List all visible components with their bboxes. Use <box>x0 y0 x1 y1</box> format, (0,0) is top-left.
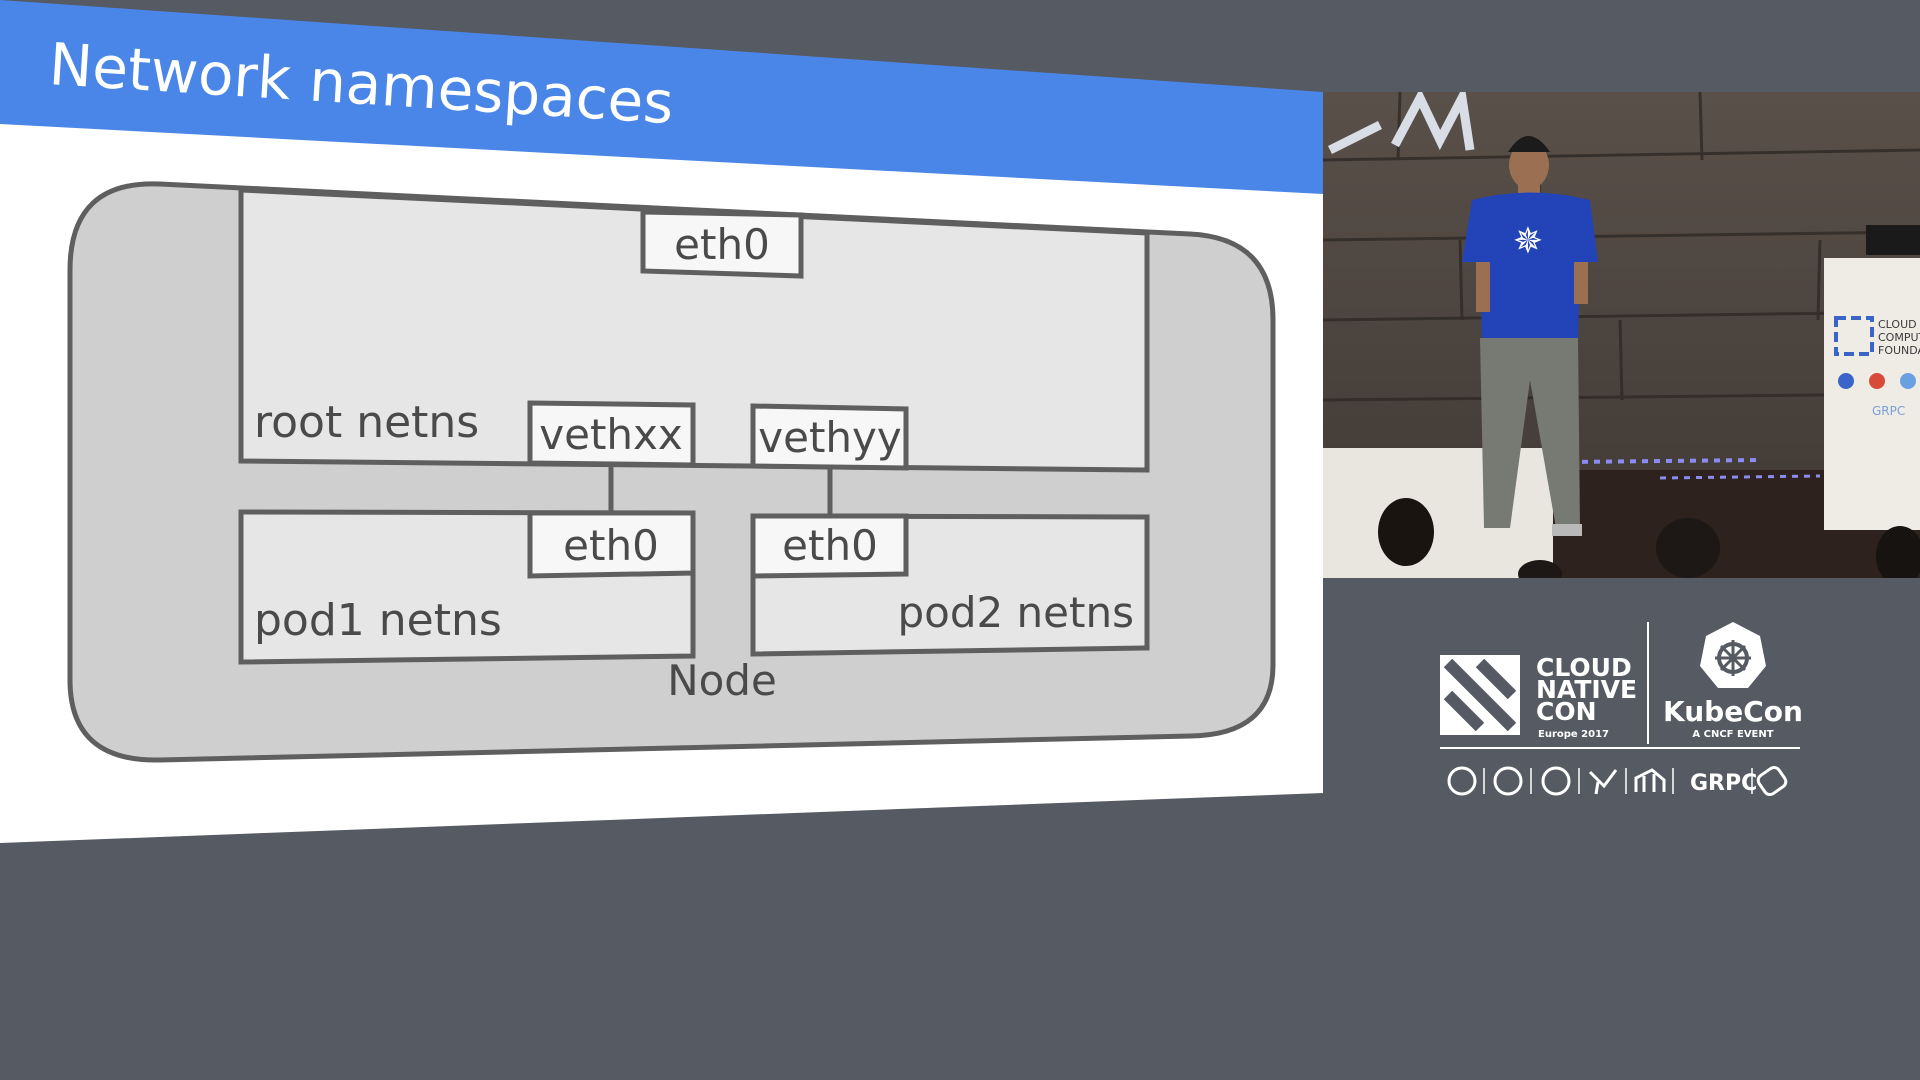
pod2-netns-label: pod2 netns <box>897 588 1134 637</box>
prometheus-icon <box>1493 766 1523 796</box>
audience-head <box>1378 498 1434 566</box>
pod2-eth0-box <box>750 513 909 579</box>
speaker: ✵ <box>1462 136 1598 536</box>
grpc-logo: GRPC <box>1690 771 1757 796</box>
kubecon-subtitle: A CNCF EVENT <box>1692 729 1773 740</box>
podium-opentracing-icon <box>1900 373 1916 389</box>
speaker-video: ✵ CLOUD N COMPUT FOUNDA GRPC <box>1323 92 1920 578</box>
linkerd-icon <box>1634 768 1666 792</box>
root-netns-label: root netns <box>254 397 479 448</box>
cnc-line-3: CON <box>1536 697 1597 726</box>
cloudnativecon-logo: CLOUD NATIVE CON Europe 2017 <box>1440 653 1637 740</box>
slide: Network namespaces eth0 root netns vethx… <box>0 0 1323 843</box>
audience-head <box>1876 526 1920 578</box>
podium-sign-3: FOUNDA <box>1878 344 1920 357</box>
cnc-line-1: CLOUD <box>1536 653 1632 682</box>
coredns-icon <box>1756 765 1788 797</box>
pod1-eth0-box <box>527 510 696 579</box>
slide-header-bar <box>0 0 1323 194</box>
podium-sign-1: CLOUD N <box>1878 318 1920 331</box>
podium-prometheus-icon <box>1869 373 1885 389</box>
cnc-subtitle: Europe 2017 <box>1538 729 1609 740</box>
opentracing-icon <box>1541 766 1571 796</box>
audience-head <box>1518 560 1562 578</box>
node-label: Node <box>667 656 777 705</box>
cnc-line-2: NATIVE <box>1536 675 1637 704</box>
podium-kubernetes-icon <box>1838 373 1854 389</box>
fluentd-icon <box>1588 769 1618 795</box>
kubecon-logo: KubeCon A CNCF EVENT <box>1663 622 1803 740</box>
vethyy-box <box>750 403 909 471</box>
wall-graffiti <box>1327 92 1475 155</box>
vethxx-box <box>527 400 696 468</box>
kubernetes-icon <box>1447 766 1477 796</box>
podium: CLOUD N COMPUT FOUNDA GRPC <box>1824 225 1920 530</box>
project-icons-row: GRPC <box>1447 765 1788 797</box>
stage-riser <box>1323 448 1553 578</box>
pod1-eth0-label: eth0 <box>563 521 659 570</box>
vethxx-label: vethxx <box>539 410 683 459</box>
podium-grpc-logo: GRPC <box>1872 404 1905 418</box>
kubecon-title: KubeCon <box>1663 695 1803 728</box>
root-eth0-box <box>640 209 804 279</box>
event-branding: CLOUD NATIVE CON Europe 2017 KubeCon A C… <box>1440 622 1803 797</box>
podium-sign-2: COMPUT <box>1878 331 1920 344</box>
root-netns-box <box>238 187 1150 473</box>
pod1-netns-label: pod1 netns <box>254 595 502 646</box>
kubernetes-wheel-icon: ✵ <box>1513 220 1543 261</box>
network-diagram: eth0 root netns vethxx vethyy eth0 pod1 … <box>67 181 1276 763</box>
pod2-eth0-label: eth0 <box>782 521 878 570</box>
audience-head <box>1656 518 1720 578</box>
root-eth0-label: eth0 <box>674 220 770 269</box>
vethyy-label: vethyy <box>758 413 902 462</box>
